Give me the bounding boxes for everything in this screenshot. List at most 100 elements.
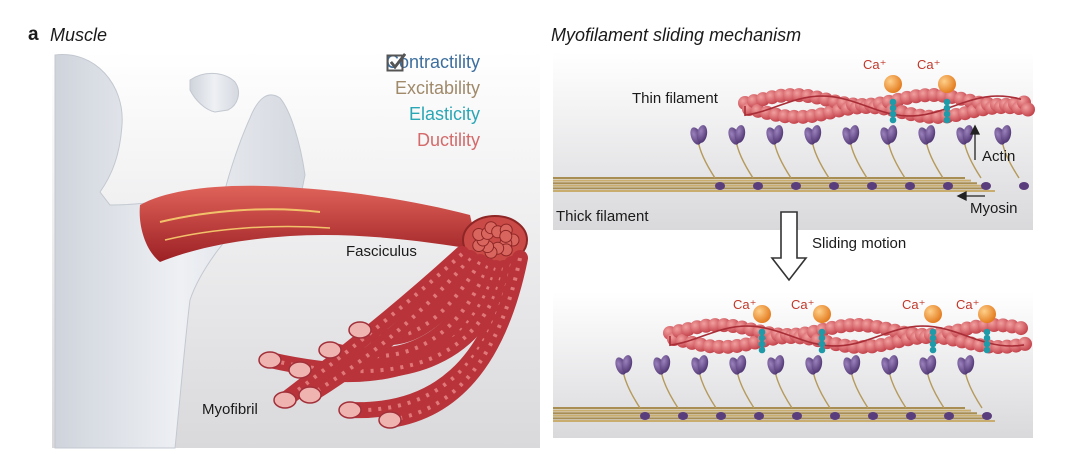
- myosin-head: [1000, 125, 1012, 143]
- troponin: [983, 340, 991, 348]
- myofibril-end: [338, 401, 362, 419]
- troponin: [889, 116, 897, 124]
- myosin-head: [735, 355, 747, 373]
- calcium-ion: [753, 305, 771, 323]
- myosin-head-lower: [944, 412, 954, 420]
- property-label: Contractility: [386, 52, 481, 72]
- myosin-head-lower: [982, 412, 992, 420]
- checkbox-check-icon: [386, 53, 406, 72]
- myofibril-fiber: [302, 250, 478, 403]
- actin-bead: [1018, 336, 1032, 351]
- troponin: [929, 328, 937, 336]
- actin-bead: [1021, 102, 1035, 117]
- myofibril-end: [273, 391, 297, 409]
- thin-filament-label: Thin filament: [632, 90, 718, 107]
- myosin-head-lower: [678, 412, 688, 420]
- troponin: [758, 340, 766, 348]
- troponin: [889, 104, 897, 112]
- property-excitability: Excitability: [386, 53, 481, 99]
- troponin: [758, 328, 766, 336]
- tendon: [159, 208, 321, 223]
- troponin: [943, 110, 951, 118]
- property-list: Contractility Excitability Elasticity Du…: [386, 52, 480, 151]
- myofibril-end: [348, 321, 372, 339]
- troponin: [889, 98, 897, 106]
- fasciculus-bundle: [462, 215, 528, 265]
- troponin: [943, 104, 951, 112]
- myosin-head: [849, 355, 861, 373]
- property-label: Elasticity: [409, 104, 481, 124]
- calcium-label: Ca⁺: [791, 297, 815, 312]
- actin-arrow: [969, 124, 981, 160]
- calcium-label: Ca⁺: [902, 297, 926, 312]
- myosin-head: [811, 355, 823, 373]
- myosin-head-lower: [867, 182, 877, 190]
- myosin-head-lower: [716, 412, 726, 420]
- myosin-head-lower: [640, 412, 650, 420]
- filament-contracted: [553, 305, 1032, 422]
- calcium-ion: [924, 305, 942, 323]
- troponin: [943, 98, 951, 106]
- myofibril-striation: [329, 265, 490, 359]
- myosin-head: [848, 125, 860, 143]
- myosin-head: [962, 125, 974, 143]
- myosin-head: [697, 355, 709, 373]
- sliding-mechanism-title: Myofilament sliding mechanism: [551, 25, 802, 45]
- troponin: [889, 110, 897, 118]
- myosin-head-lower: [829, 182, 839, 190]
- myosin-head: [887, 355, 899, 373]
- myosin-head: [734, 125, 746, 143]
- calcium-label: Ca⁺: [917, 57, 941, 72]
- troponin: [818, 346, 826, 354]
- myofibril-end: [318, 341, 342, 359]
- troponin: [983, 346, 991, 354]
- property-label: Excitability: [395, 78, 481, 98]
- calcium-label: Ca⁺: [733, 297, 757, 312]
- biceps-muscle: [139, 185, 478, 262]
- myosin-head: [621, 355, 633, 373]
- troponin: [818, 328, 826, 336]
- troponin: [983, 328, 991, 336]
- myosin-head-lower: [715, 182, 725, 190]
- myosin-head-lower: [754, 412, 764, 420]
- myofibril-striation: [299, 267, 498, 377]
- calcium-ion: [938, 75, 956, 93]
- myofibril-end: [378, 411, 402, 429]
- fascicle-cell: [499, 229, 513, 243]
- property-label: Ductility: [417, 130, 481, 150]
- sliding-motion-label: Sliding motion: [812, 235, 907, 252]
- myosin-arrow: [956, 190, 985, 202]
- myosin-head-lower: [791, 182, 801, 190]
- troponin: [943, 116, 951, 124]
- property-ductility: Ductility: [386, 53, 481, 151]
- calcium-label: Ca⁺: [956, 297, 980, 312]
- myosin-head: [924, 125, 936, 143]
- down-arrow-icon: [770, 211, 808, 282]
- myosin-head-lower: [1019, 182, 1029, 190]
- myosin-head: [886, 125, 898, 143]
- property-elasticity: Elasticity: [386, 53, 481, 125]
- troponin: [929, 340, 937, 348]
- myosin-head-lower: [792, 412, 802, 420]
- tendon-2: [164, 225, 331, 241]
- myofibril-fiber: [277, 246, 470, 408]
- filament-relaxed: [553, 75, 1035, 192]
- myosin-head: [963, 355, 975, 373]
- troponin: [929, 334, 937, 342]
- myosin-head: [659, 355, 671, 373]
- myofibril-label: Myofibril: [202, 401, 258, 418]
- troponin: [758, 334, 766, 342]
- myofibril-fibers: [262, 246, 528, 428]
- myosin-head-lower: [906, 412, 916, 420]
- myosin-head: [696, 125, 708, 143]
- calcium-ion: [978, 305, 996, 323]
- tropomyosin: [669, 325, 1025, 347]
- panel-letter: a: [28, 24, 39, 45]
- tropomyosin: [744, 95, 1022, 117]
- calcium-label: Ca⁺: [863, 57, 887, 72]
- myofibril-end: [288, 361, 312, 379]
- actin-label: Actin: [982, 148, 1016, 165]
- troponin: [758, 346, 766, 354]
